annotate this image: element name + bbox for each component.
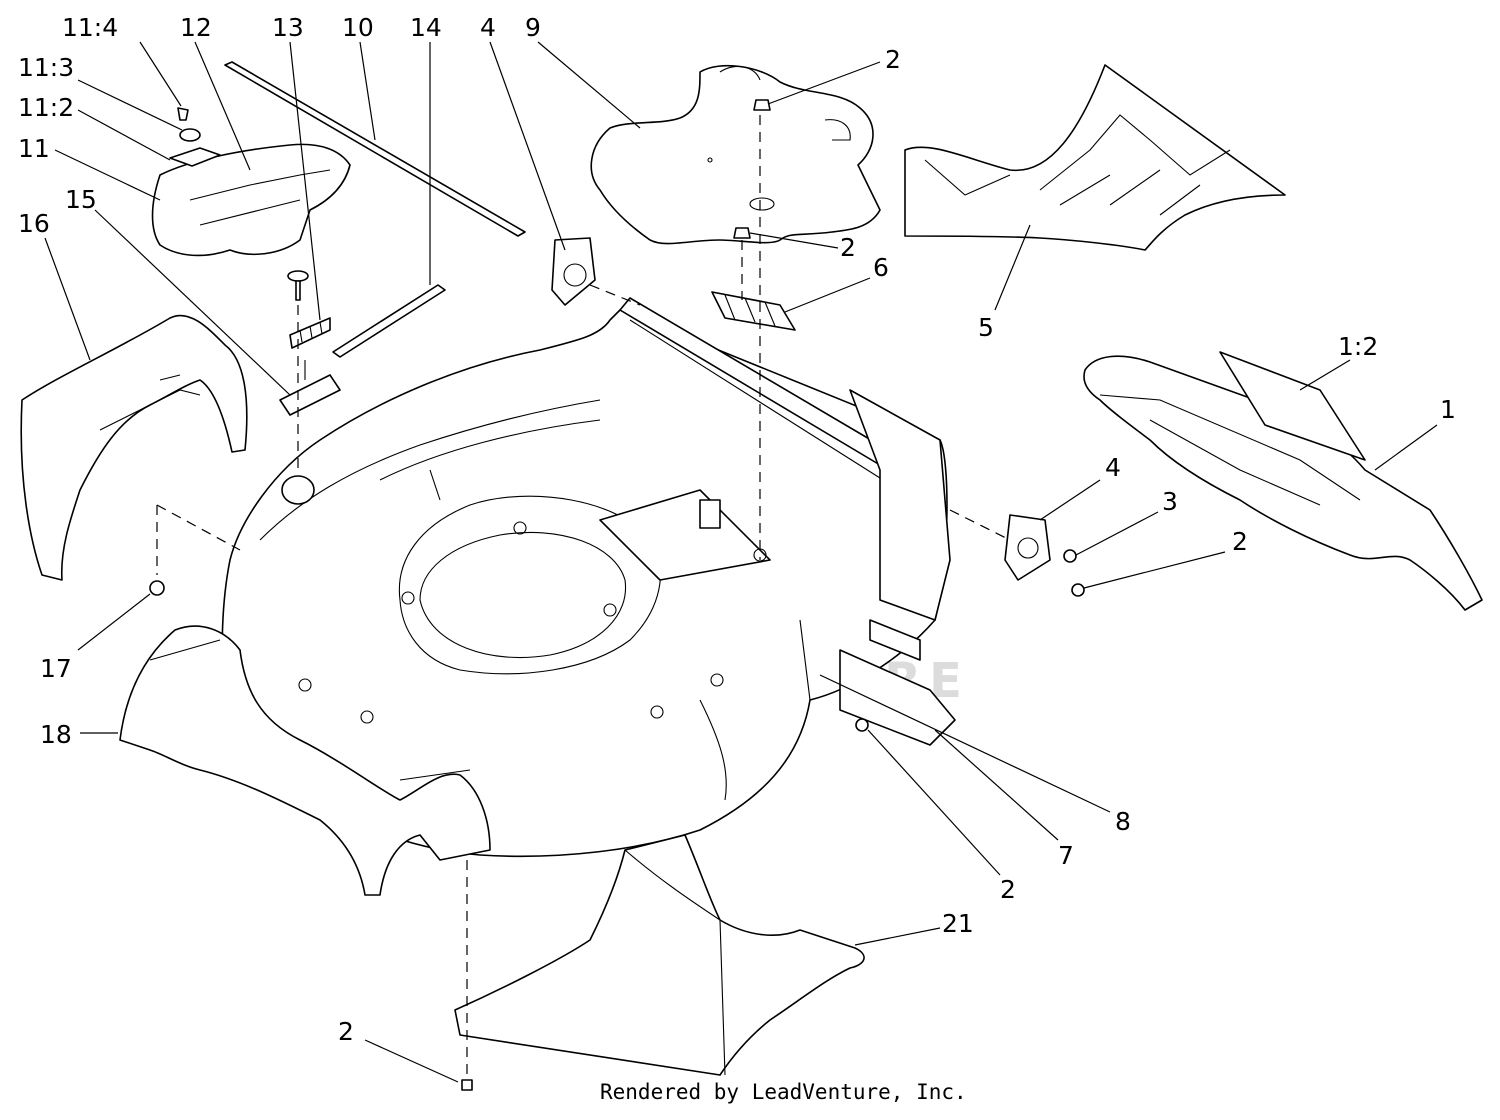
part-13-spring[interactable]	[289, 317, 331, 349]
part-11-2-bracket[interactable]	[169, 147, 221, 167]
part-9-cover-plate[interactable]	[590, 64, 881, 245]
callout-4-right: 4	[1105, 453, 1121, 482]
callout-10: 10	[342, 13, 374, 42]
callout-4-top: 4	[480, 13, 496, 42]
callout-9: 9	[525, 13, 541, 42]
part-11-adjuster-housing[interactable]	[151, 143, 351, 257]
part-3-nut[interactable]	[1063, 549, 1077, 563]
part-12-pivot-pin[interactable]	[287, 270, 309, 301]
part-6-spring[interactable]	[711, 291, 796, 331]
callout-5: 5	[978, 313, 994, 342]
callout-12: 12	[180, 13, 212, 42]
callout-labels: 11:4 12 13 10 14 4 9 2 11:3 11:2 11 15 1…	[18, 13, 1456, 1046]
callout-2-a: 2	[885, 45, 901, 74]
part-21-chute[interactable]	[454, 834, 865, 1076]
part-4-bushing-right[interactable]	[1004, 514, 1051, 581]
callout-11-4: 11:4	[62, 13, 118, 42]
callout-2-d: 2	[1000, 875, 1016, 904]
callout-7: 7	[1058, 841, 1074, 870]
callout-16: 16	[18, 209, 50, 238]
callout-6: 6	[873, 253, 889, 282]
fastener-2-right[interactable]	[1071, 583, 1085, 597]
callout-3: 3	[1162, 487, 1178, 516]
callout-8: 8	[1115, 807, 1131, 836]
fastener-2-lower[interactable]	[855, 718, 869, 732]
part-1-2-decal[interactable]	[1219, 351, 1366, 461]
callout-17: 17	[40, 654, 72, 683]
callout-11-2: 11:2	[18, 93, 74, 122]
callout-21: 21	[942, 909, 974, 938]
callout-13: 13	[272, 13, 304, 42]
render-credit: Rendered by LeadVenture, Inc.	[600, 1080, 967, 1104]
part-16-side-cover[interactable]	[20, 314, 248, 581]
part-18-front-skirt[interactable]	[119, 625, 491, 896]
fastener-2-bottom[interactable]	[461, 1079, 473, 1091]
part-10-axle-rod[interactable]	[224, 61, 526, 237]
callout-18: 18	[40, 720, 72, 749]
callout-2-b: 2	[840, 233, 856, 262]
assembly-lines	[156, 115, 1011, 1075]
callout-11-3: 11:3	[18, 53, 74, 82]
callout-2-c: 2	[1232, 527, 1248, 556]
main-deck[interactable]	[221, 297, 951, 858]
callout-14: 14	[410, 13, 442, 42]
callout-1-2: 1:2	[1338, 332, 1378, 361]
part-14-rod[interactable]	[332, 284, 446, 358]
callout-2-e: 2	[338, 1017, 354, 1046]
part-11-4-screw[interactable]	[177, 107, 189, 121]
callout-1: 1	[1440, 395, 1456, 424]
leader-lines	[44, 41, 1438, 1083]
part-8-bracket[interactable]	[869, 619, 921, 661]
part-5-rear-flap[interactable]	[904, 64, 1286, 251]
part-11-3-cap[interactable]	[179, 128, 201, 142]
part-17-nut[interactable]	[149, 580, 165, 596]
fastener-2-top[interactable]	[753, 99, 771, 111]
part-4-bushing-top[interactable]	[551, 237, 596, 306]
callout-15: 15	[65, 185, 97, 214]
fastener-2-mid[interactable]	[733, 227, 751, 239]
callout-11: 11	[18, 134, 50, 163]
part-15-bracket[interactable]	[279, 360, 341, 416]
